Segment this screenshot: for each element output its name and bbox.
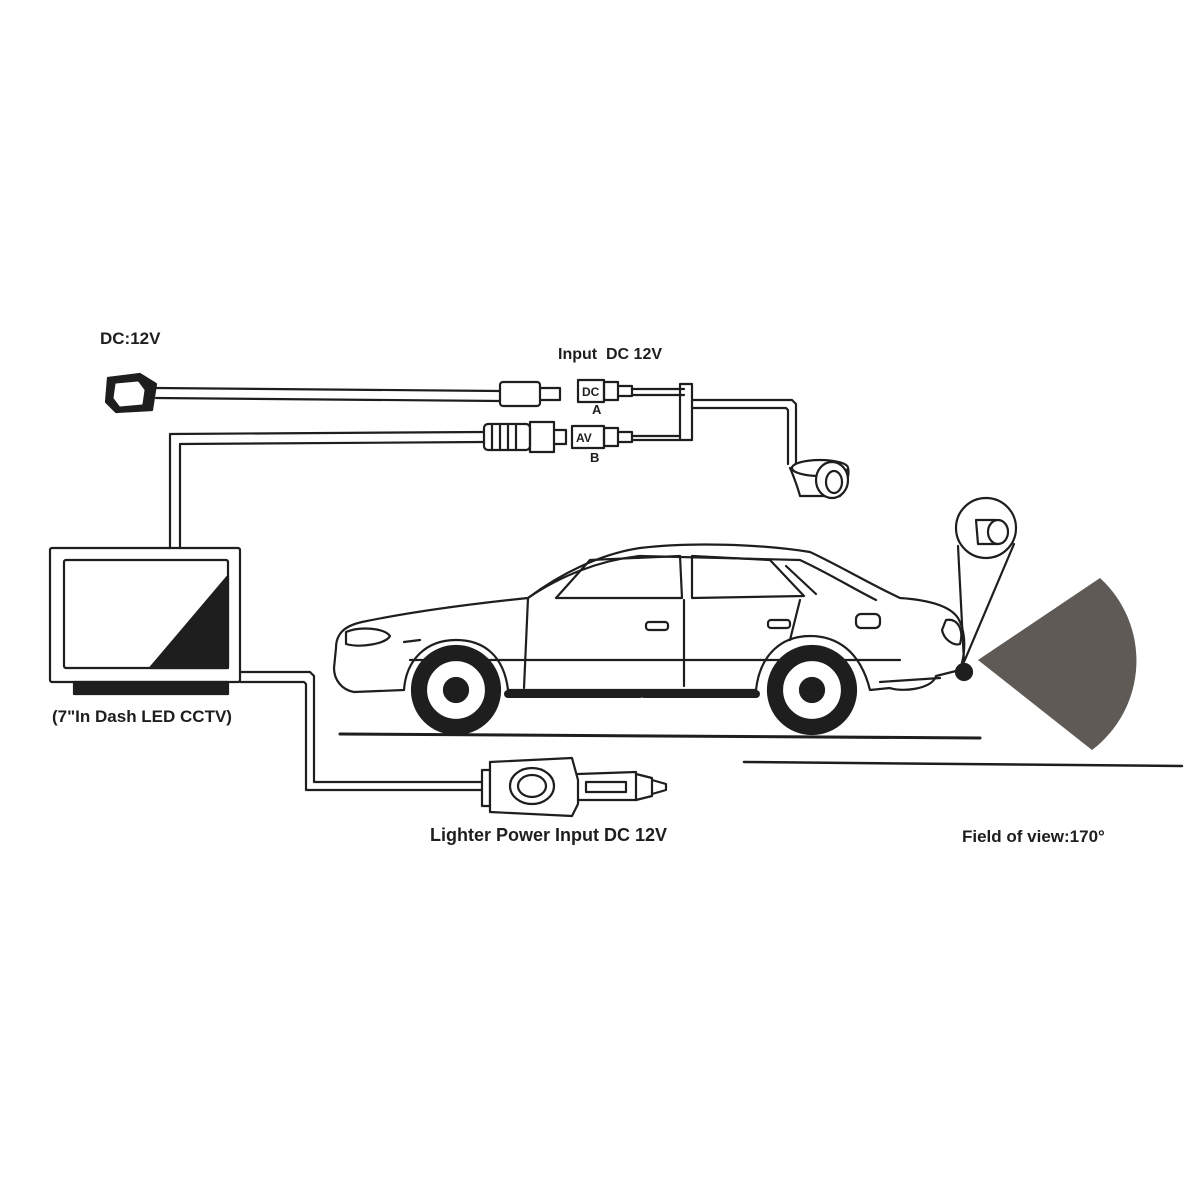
dc-plug [498, 380, 562, 408]
dc-power-cable [154, 386, 502, 403]
connector-b-tag: AV [576, 431, 592, 445]
connector-b-letter: B [590, 450, 600, 465]
connector-a-tag: DC [582, 385, 600, 399]
monitor-caption: (7"In Dash LED CCTV) [52, 707, 232, 726]
lighter-caption: Lighter Power Input DC 12V [430, 825, 668, 845]
power-socket-icon [104, 372, 158, 414]
car-icon [332, 543, 1184, 768]
dc-supply-label: DC:12V [100, 329, 161, 348]
field-of-view-cone [978, 578, 1137, 750]
av-video-cable [168, 430, 486, 550]
camera-icon [954, 496, 1018, 682]
cable-junction [678, 382, 798, 466]
connector-a [576, 378, 634, 404]
dc-camera-cable [630, 387, 686, 397]
av-plug [482, 420, 568, 454]
connector-b [570, 424, 682, 450]
monitor-icon [48, 546, 242, 696]
lighter-plug-icon [480, 756, 668, 818]
input-dc-label: Input DC 12V [558, 346, 663, 363]
camera-sleeve-icon [788, 458, 850, 500]
connector-a-letter: A [592, 402, 602, 417]
fov-caption: Field of view:170° [962, 827, 1105, 846]
lighter-power-cable [238, 670, 484, 792]
